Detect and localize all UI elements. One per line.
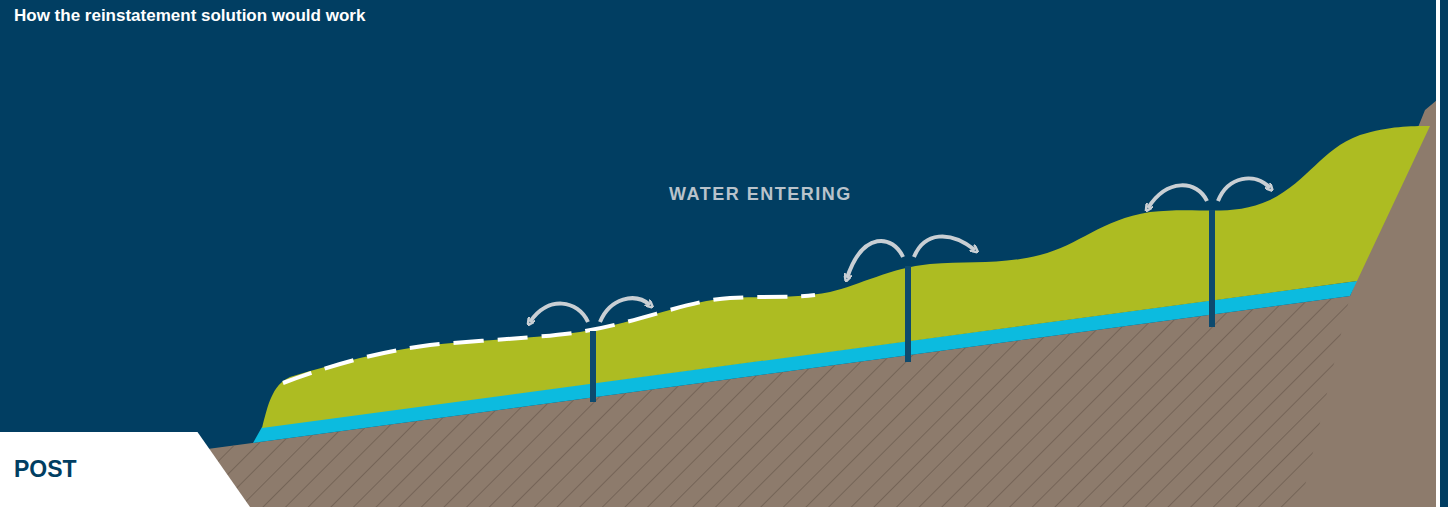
edge-strip (1436, 0, 1440, 507)
annotation-label: WATER ENTERING (669, 184, 852, 205)
diagram-title: How the reinstatement solution would wor… (14, 6, 365, 26)
tab-label: POST (14, 456, 250, 483)
original-surface-line (283, 295, 815, 383)
water-arrows (530, 178, 1270, 322)
drain-pole (590, 331, 596, 402)
ground (150, 100, 1437, 507)
drain-pole (905, 266, 911, 362)
phase-tab: POST (0, 432, 250, 507)
soil-layer (262, 126, 1430, 428)
drain-pole (1209, 210, 1215, 327)
